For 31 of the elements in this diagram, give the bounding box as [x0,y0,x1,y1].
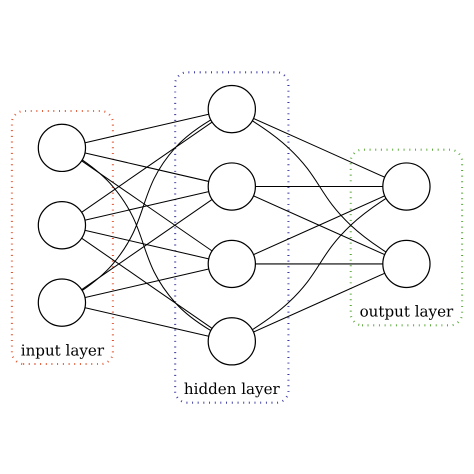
connector [252,120,386,252]
node-circle [38,123,86,172]
node-circle [38,278,86,326]
connector [85,190,209,220]
cluster: hidden layer [174,70,290,404]
connector [85,306,209,336]
node-circle [208,162,256,210]
connector [82,159,211,330]
connector [82,160,212,251]
connector [253,194,385,255]
connector [256,262,383,264]
node-circle [38,200,86,249]
node-circle [382,239,431,288]
cluster: output layer [350,148,464,326]
node-circle [208,84,256,133]
connector [253,272,385,332]
connector [85,152,209,182]
connector [85,113,209,143]
connector [85,268,209,298]
connector [82,119,211,290]
connector [85,229,209,259]
node-circle [208,239,256,288]
connector [82,121,212,212]
cluster: input layer [10,109,114,365]
node-circle [382,162,431,210]
node-circle [208,316,256,366]
connector [253,118,385,178]
connector [256,186,383,187]
connector [82,237,212,328]
connector [252,197,386,330]
connector [82,198,212,290]
